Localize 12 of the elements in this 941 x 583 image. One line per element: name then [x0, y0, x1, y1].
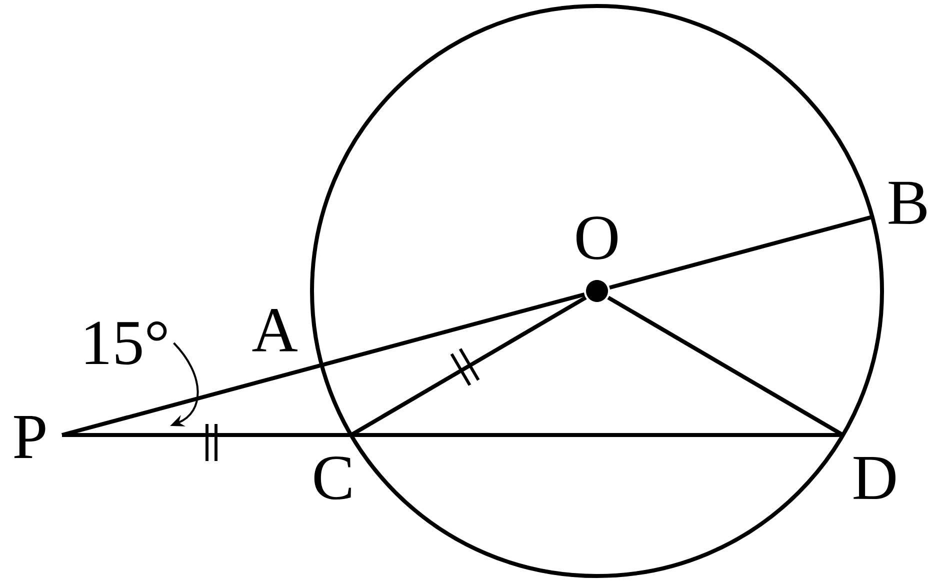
line-segment [321, 292, 585, 368]
line-segment [62, 433, 352, 437]
line-segment [351, 433, 843, 437]
point-label: P [14, 416, 46, 458]
angle-label: 15° [86, 321, 167, 365]
point-label: O [576, 216, 618, 302]
point-label: D [854, 457, 896, 500]
point-label: A [252, 308, 298, 352]
point-label: B [888, 182, 926, 224]
line-segment [61, 363, 322, 437]
point-label: C [314, 456, 351, 500]
line-segment [609, 214, 873, 290]
